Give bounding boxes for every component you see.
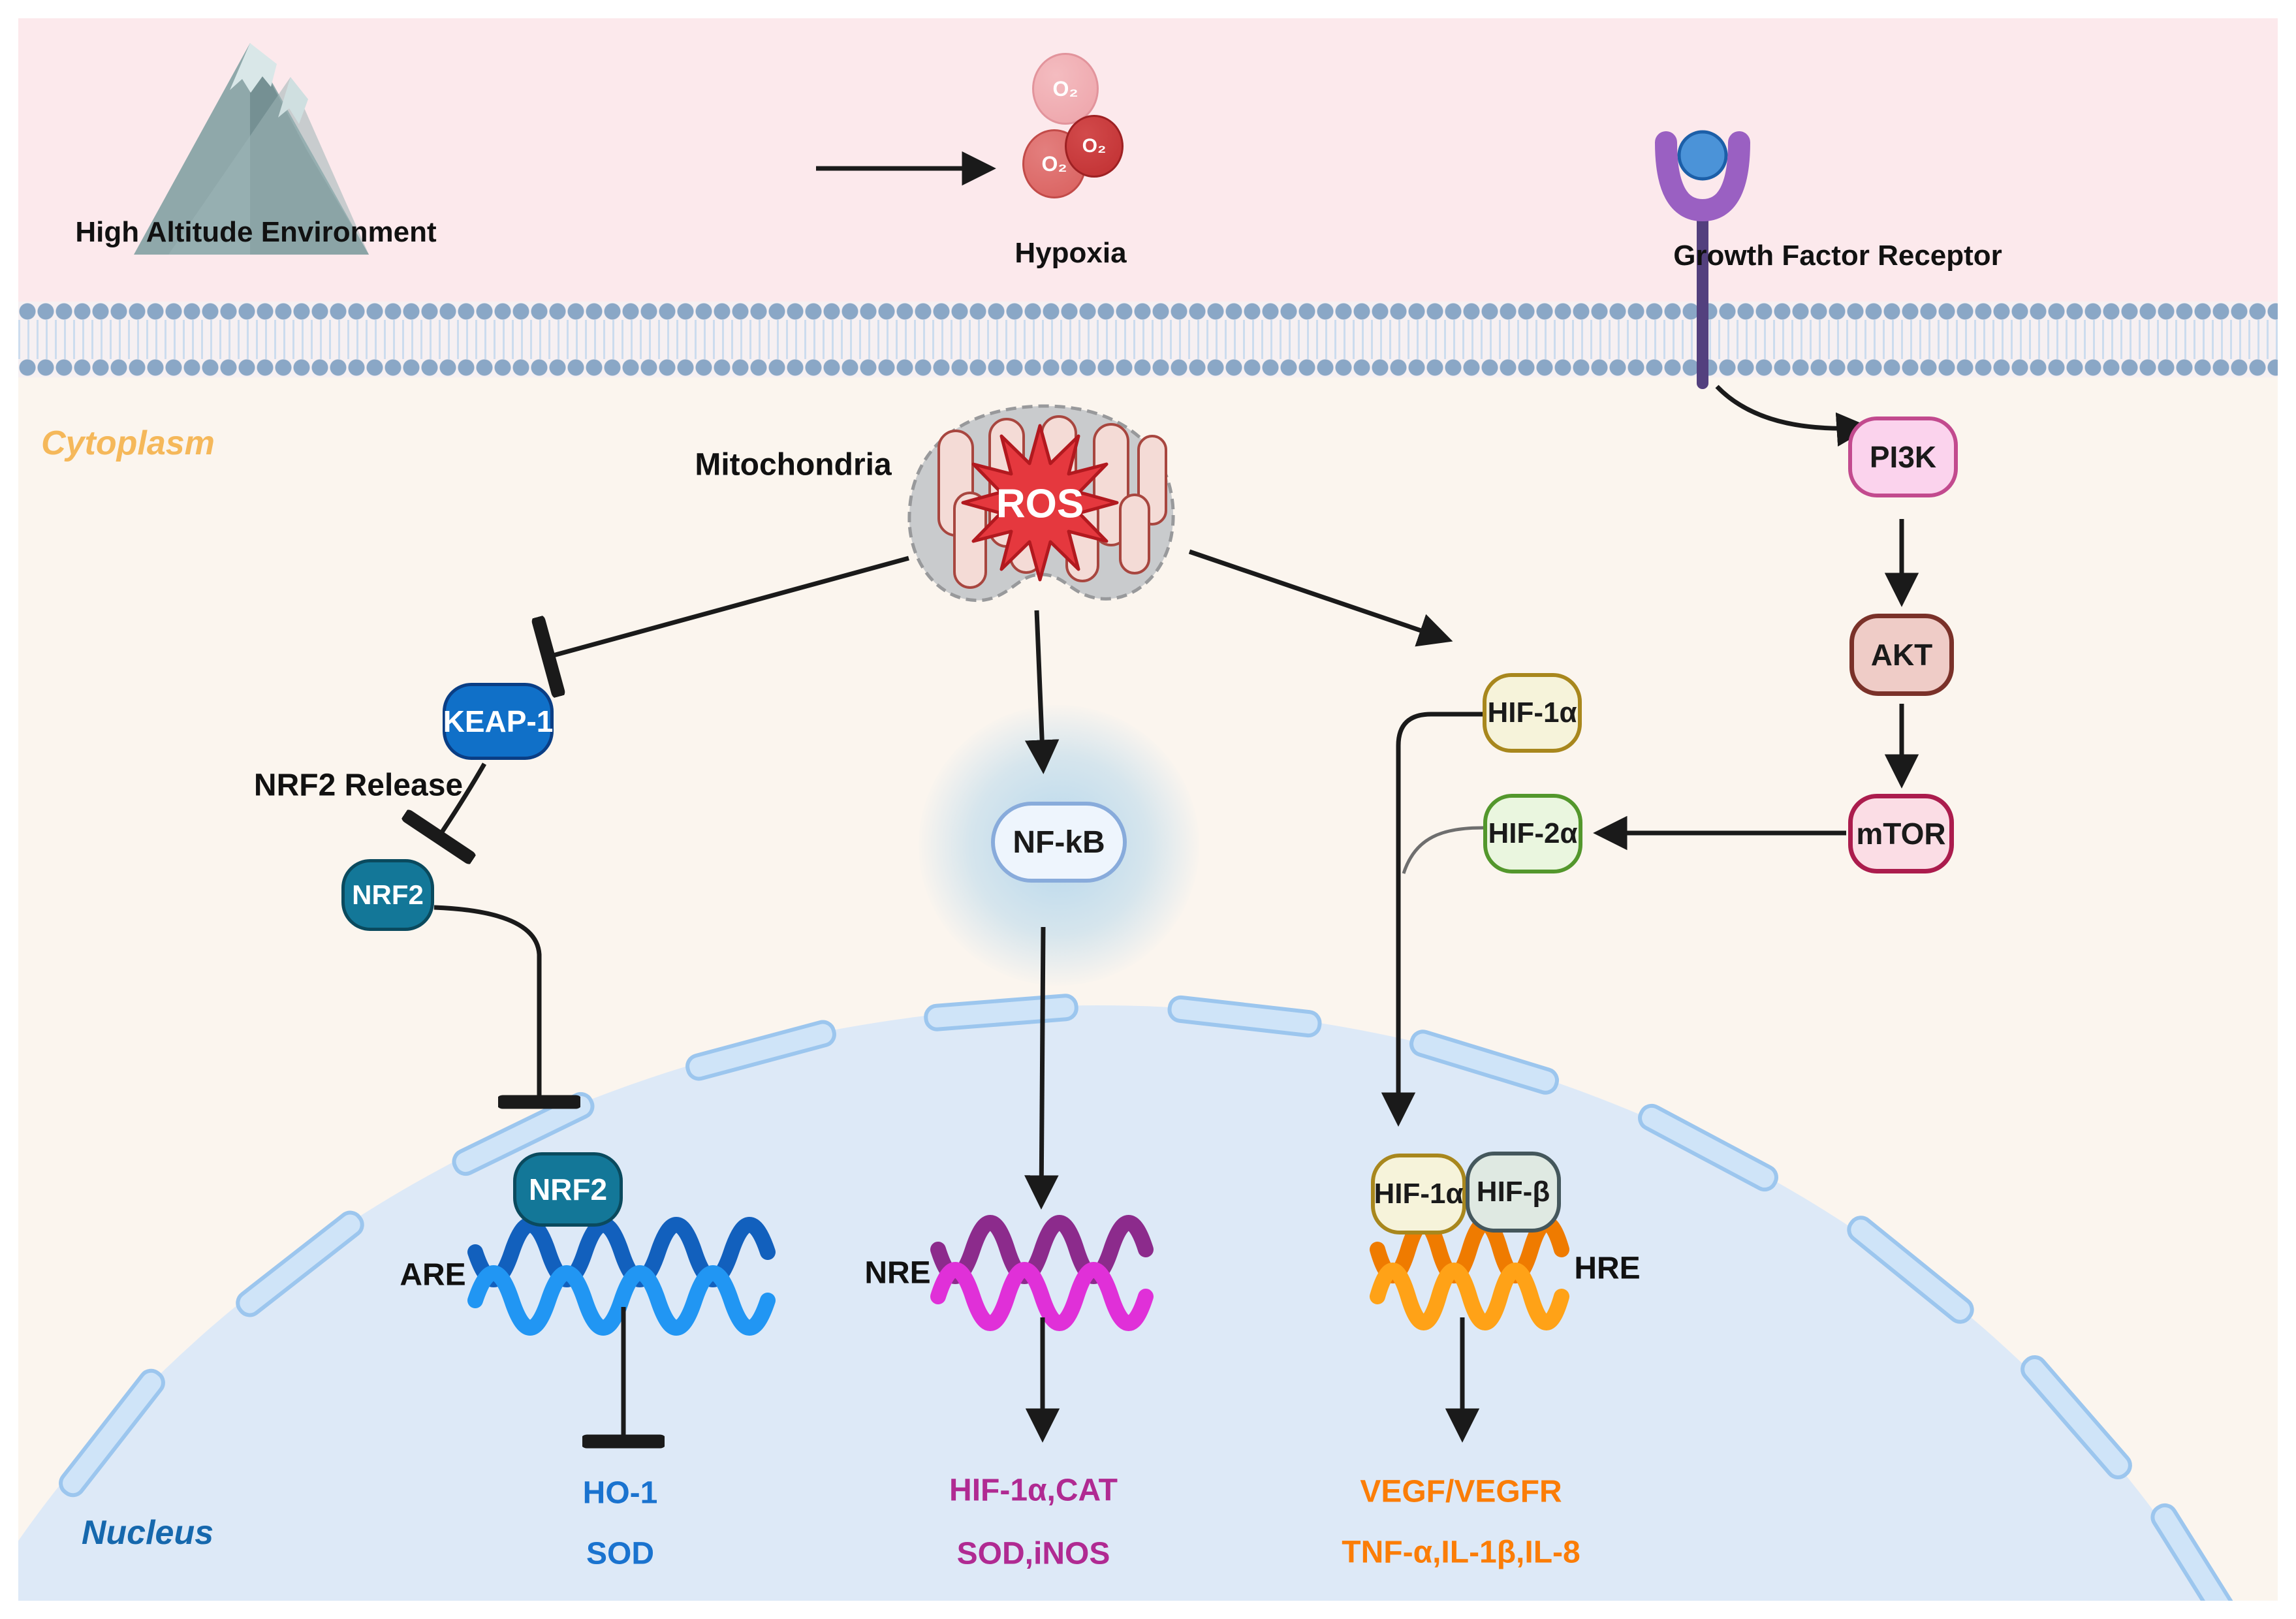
node-hif2a: HIF-2α <box>1483 794 1582 873</box>
node-akt: AKT <box>1849 614 1954 696</box>
o2-molecule-icon: O₂ <box>1032 53 1099 125</box>
hre-genes-line1: VEGF/VEGFR <box>1360 1474 1562 1509</box>
growth-factor-receptor-label: Growth Factor Receptor <box>1673 240 2002 272</box>
nrf2-label: NRF2 <box>352 879 424 910</box>
are-genes-line1: HO-1 <box>582 1475 658 1511</box>
cytoplasm-label: Cytoplasm <box>41 424 215 462</box>
nre-genes-line2: SOD,iNOS <box>956 1536 1110 1571</box>
are-genes-line2: SOD <box>586 1536 655 1571</box>
high-altitude-label: High Altitude Environment <box>75 216 437 248</box>
nrf2-release-label: NRF2 Release <box>253 768 464 803</box>
node-mtor: mTOR <box>1848 794 1954 873</box>
nucleus-label: Nucleus <box>81 1514 214 1552</box>
ros-label: ROS <box>996 481 1084 527</box>
hre-label: HRE <box>1574 1251 1641 1286</box>
node-pi3k: PI3K <box>1848 417 1958 497</box>
nfkb-label: NF-kB <box>1013 825 1105 860</box>
hif1a-nucleus-label: HIF-1α <box>1374 1178 1464 1210</box>
node-hif1a-cytoplasm: HIF-1α <box>1483 673 1582 753</box>
node-nrf2-cytoplasm: NRF2 <box>341 859 434 931</box>
nre-genes-line1: HIF-1α,CAT <box>949 1473 1118 1508</box>
nrf2-nucleus-label: NRF2 <box>528 1172 608 1206</box>
o2-molecule-icon: O₂ <box>1065 115 1124 178</box>
keap1-label: KEAP-1 <box>443 704 554 738</box>
are-label: ARE <box>400 1257 466 1293</box>
akt-label: AKT <box>1870 638 1933 672</box>
hypoxia-label: Hypoxia <box>1014 237 1127 269</box>
mitochondria-label: Mitochondria <box>695 447 892 482</box>
hif1a-label: HIF-1α <box>1487 697 1577 729</box>
nre-label: NRE <box>864 1255 931 1291</box>
membrane-lipid-heads-bottom <box>18 358 2278 377</box>
node-nfkb: NF-kB <box>991 802 1127 883</box>
hifb-label: HIF-β <box>1476 1176 1550 1208</box>
hre-genes-line2: TNF-α,IL-1β,IL-8 <box>1342 1535 1580 1570</box>
cell-membrane <box>18 302 2278 377</box>
o2-label: O₂ <box>1052 76 1078 101</box>
hif2a-label: HIF-2α <box>1488 817 1578 849</box>
pi3k-label: PI3K <box>1869 440 1937 474</box>
extracellular-band <box>18 18 2278 302</box>
node-hif1a-nucleus: HIF-1α <box>1371 1154 1466 1234</box>
mtor-label: mTOR <box>1856 817 1946 851</box>
o2-label: O₂ <box>1082 135 1107 157</box>
node-keap1: KEAP-1 <box>443 683 554 760</box>
membrane-lipid-tails <box>18 320 2278 359</box>
o2-label: O₂ <box>1041 151 1067 176</box>
node-nrf2-nucleus: NRF2 <box>513 1152 623 1227</box>
membrane-lipid-heads-top <box>18 302 2278 321</box>
node-hifb-nucleus: HIF-β <box>1466 1152 1561 1233</box>
